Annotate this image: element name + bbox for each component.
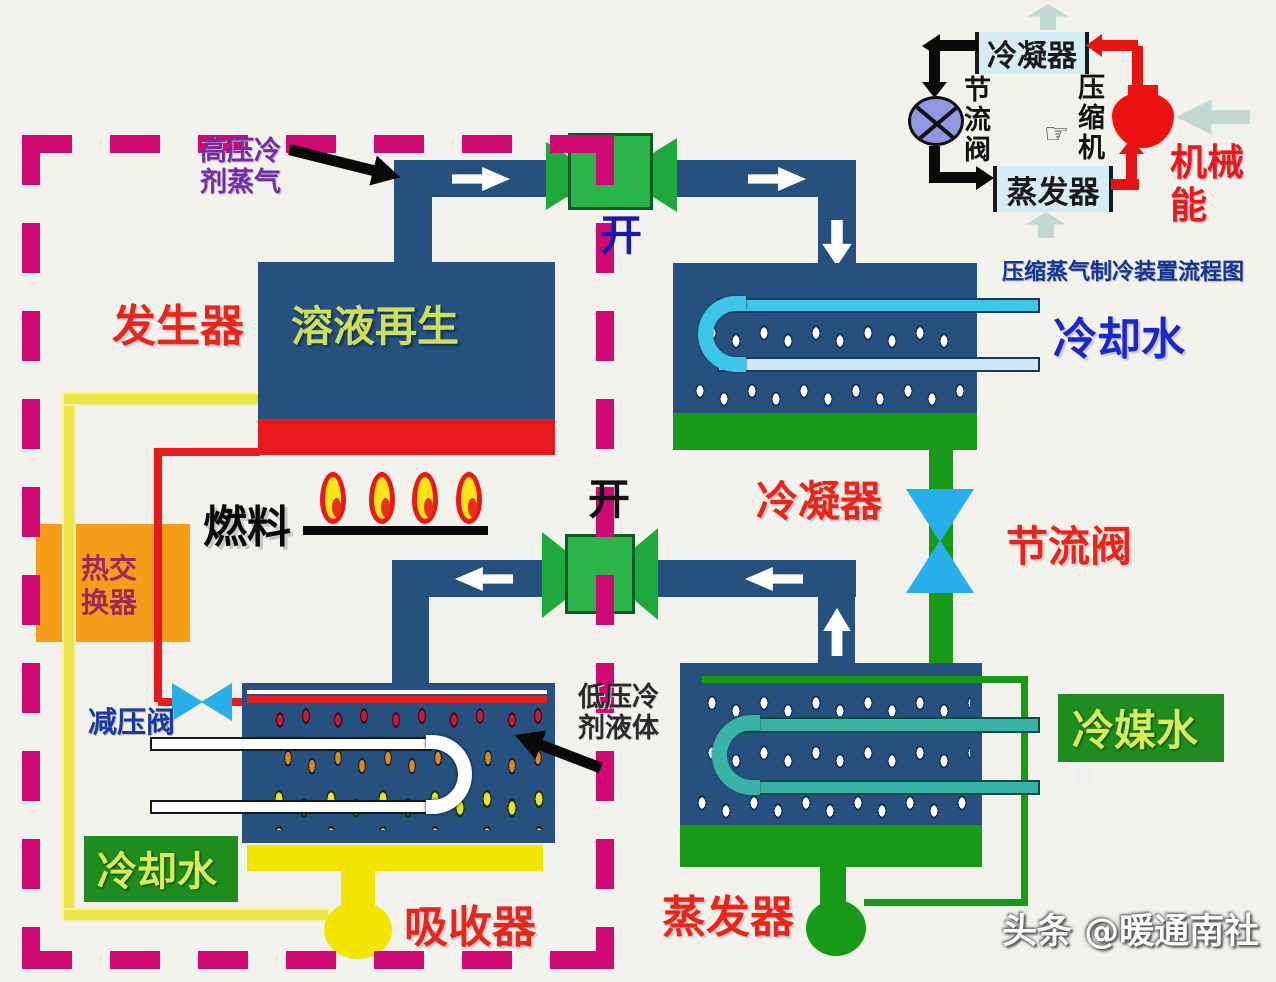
evaporator-bubbles-row3 [690, 790, 970, 822]
condenser-bubbles-row2 [688, 378, 964, 410]
mini-compressor-blob [1112, 92, 1174, 148]
solution-line-red-vertical [154, 448, 162, 702]
flame-icon-2 [369, 472, 395, 524]
heat-exchanger-label: 热交换器 [80, 552, 137, 619]
reduce-valve-label: 减压阀 [88, 705, 176, 739]
flame-icon-1 [320, 472, 346, 524]
fuel-label: 燃料 [203, 502, 291, 553]
absorber-drops-red [268, 706, 550, 736]
generator-box [258, 262, 555, 419]
mini-condenser-label: 冷凝器 [987, 39, 1077, 74]
absorber-spray-line-red [247, 696, 547, 703]
evaporator-bubbles-row1 [700, 690, 970, 716]
valve-top-right-wing [651, 138, 677, 212]
solution-regen-label: 溶液再生 [291, 302, 460, 351]
flame-icon-3 [412, 472, 438, 524]
solution-line-red-to-valve [158, 698, 178, 706]
condenser-tube-upper [717, 298, 1040, 313]
flame-core [381, 498, 390, 517]
dashed-border-top [22, 135, 612, 153]
mini-condenser-box: 冷凝器 [975, 32, 1089, 74]
solution-line-red-top [154, 448, 260, 456]
solution-line-red-to-absorber [228, 698, 248, 706]
generator-heat-bar [258, 419, 555, 455]
mini-red-shaft-left [1100, 40, 1138, 51]
reduce-valve-right-triangle [201, 683, 232, 721]
absorber-spray-line-white [247, 690, 547, 694]
flame-inner [461, 477, 477, 519]
mini-throttle-circle [908, 96, 964, 146]
valve-mid-right-wing [634, 528, 658, 620]
valve-mid-open-label: 开 [588, 475, 631, 524]
watermark: 头条 @暖通南社 [1002, 912, 1260, 952]
solution-line-yellow-top [62, 392, 264, 406]
chilled-water-label: 冷媒水 [1072, 706, 1199, 755]
mini-evaporator-box: 蒸发器 [993, 166, 1113, 212]
evaporator-frame-bottom [864, 899, 1024, 906]
flame-inner [325, 477, 341, 519]
cooling-water-left-box [84, 836, 238, 902]
dashed-border-right [596, 135, 614, 969]
absorber-tube-upper [150, 737, 432, 751]
mini-compressor-label: 压缩机 [1078, 73, 1105, 165]
flame-icon-4 [456, 472, 482, 524]
absorber-tube-lower [150, 800, 432, 814]
valve-top-open-label: 开 [600, 211, 643, 260]
mini-heat-out-arrow [1027, 4, 1069, 30]
evaporator-tube-lower [740, 780, 1040, 795]
flame-core [468, 498, 477, 517]
absorber-label: 吸收器 [404, 902, 536, 953]
mini-caption: 压缩蒸气制冷装置流程图 [1002, 260, 1245, 285]
mini-black-shaft-1 [938, 40, 978, 51]
cooling-water-left-label: 冷却水 [97, 849, 217, 895]
mini-mech-energy-label: 机械能 [1170, 141, 1244, 227]
lp-liquid-label: 低压冷剂液体 [578, 682, 659, 745]
dashed-border-bottom [22, 951, 612, 969]
flame-core [424, 498, 433, 517]
solution-line-yellow-bottom [62, 908, 330, 922]
mini-hand-icon: ☞ [1044, 117, 1070, 150]
hp-vapor-label: 高压冷剂蒸气 [200, 136, 281, 199]
evaporator-pump-circle [806, 900, 866, 956]
throttle-valve-bottom-triangle [906, 540, 974, 593]
absorber-pump-circle [324, 901, 392, 959]
evaporator-tube-upper [740, 717, 1040, 733]
throttle-valve-label: 节流阀 [1006, 522, 1133, 571]
generator-label: 发生器 [112, 301, 244, 352]
mini-mech-energy-arrow [1176, 99, 1250, 135]
cooling-water-right-label: 冷却水 [1053, 314, 1185, 365]
mini-red-shaft-up [1126, 152, 1137, 184]
mini-red-shaft-evap [1111, 179, 1139, 190]
mini-evaporator-label: 蒸发器 [1006, 174, 1100, 211]
condenser-green-bar [673, 413, 977, 450]
mini-black-arrow-right [976, 166, 994, 190]
reduce-valve-left-triangle [172, 683, 203, 721]
mini-black-shaft-3 [929, 146, 940, 183]
condenser-tube-lower [717, 357, 1040, 372]
mini-red-shaft-top [1132, 46, 1143, 94]
solution-line-yellow-vertical [62, 392, 76, 920]
chilled-water-box [1058, 694, 1224, 762]
mini-throttle-label: 节流阀 [964, 75, 991, 167]
dashed-border-left [22, 135, 40, 969]
evaporator-green-bar [680, 825, 982, 867]
vapor-pipe-absorber-drop [392, 597, 429, 685]
flame-inner [417, 477, 433, 519]
evaporator-label: 蒸发器 [662, 892, 794, 943]
mini-heat-in-arrow [1025, 212, 1067, 238]
mini-black-shaft-4 [929, 172, 979, 183]
flame-core [332, 498, 341, 517]
mini-black-shaft-2 [929, 46, 940, 88]
absorber-yellow-bar [247, 845, 543, 871]
valve-mid-left-wing [542, 532, 566, 618]
heat-exchanger-box [36, 524, 190, 642]
flame-inner [374, 477, 390, 519]
burner-bar [303, 526, 488, 535]
throttle-valve-top-triangle [906, 489, 974, 542]
evaporator-frame-top [702, 676, 1028, 683]
condenser-label: 冷凝器 [756, 477, 883, 526]
